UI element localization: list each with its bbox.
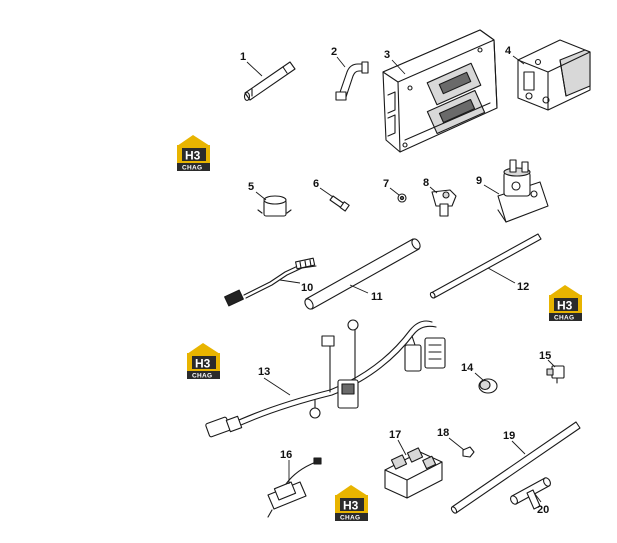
leader-13 (263, 377, 291, 396)
callout-11: 11 (371, 291, 383, 303)
part-20-tee-fitting (510, 477, 551, 510)
leader-11 (349, 284, 369, 294)
leader-3 (391, 59, 406, 75)
logo-letters: H3 (557, 299, 573, 313)
part-18-nut (462, 446, 475, 458)
leader-18 (448, 437, 465, 451)
leader-7 (389, 187, 400, 196)
callout-9: 9 (476, 175, 482, 187)
leader-lines (246, 55, 556, 503)
part-14-grommet (478, 378, 498, 394)
part-3-ecu-controller (382, 29, 498, 153)
leader-10 (279, 279, 301, 284)
callout-12: 12 (517, 281, 529, 293)
part-7-nut (397, 193, 407, 203)
logo-roof (177, 135, 210, 146)
part-17-fuse-block (384, 447, 443, 499)
leader-5 (255, 191, 267, 201)
logo-letters: H3 (185, 149, 201, 163)
leader-19 (511, 440, 526, 455)
leader-14 (474, 372, 484, 381)
callout-15: 15 (539, 350, 551, 362)
part-8-sensor (431, 189, 457, 217)
logo-letters: H3 (195, 357, 211, 371)
part-15-clip (546, 365, 565, 384)
logo-word: CHAG (554, 315, 574, 322)
leader-12 (487, 267, 516, 284)
leader-8 (429, 186, 438, 194)
callout-18: 18 (437, 427, 449, 439)
leader-1 (246, 61, 263, 77)
part-2-bent-pipe (335, 61, 369, 101)
part-13-main-harness (205, 319, 446, 438)
part-4-module-bracket (517, 39, 591, 111)
part-19-long-rod (450, 421, 581, 514)
leader-17 (397, 439, 407, 456)
part-9-valve-assembly (497, 159, 549, 223)
callout-10: 10 (301, 282, 313, 294)
leader-2 (336, 56, 346, 68)
watermark-logo-2: H3 CHAG (549, 285, 582, 322)
callout-8: 8 (423, 177, 429, 189)
logo-word: CHAG (182, 165, 202, 172)
part-6-bolt (329, 195, 350, 212)
callout-numbers: 1 2 3 4 5 6 7 8 9 10 11 12 13 14 15 16 1… (240, 45, 551, 516)
part-1-tube (243, 61, 296, 102)
logo-word: CHAG (340, 515, 360, 522)
watermark-logo-3: H3 CHAG (187, 343, 220, 380)
part-11-long-tube (304, 238, 421, 310)
callout-14: 14 (461, 362, 474, 374)
leader-6 (319, 187, 334, 198)
callout-4: 4 (505, 45, 512, 57)
leader-20 (534, 493, 542, 503)
part-5-relay (257, 195, 292, 217)
callout-19: 19 (503, 430, 515, 442)
callout-17: 17 (389, 429, 401, 441)
logo-word: CHAG (192, 373, 212, 380)
leader-4 (512, 55, 525, 65)
leader-9 (483, 184, 500, 195)
part-16-sensor-lead (267, 457, 322, 518)
callout-6: 6 (313, 178, 319, 190)
callout-2: 2 (331, 46, 337, 58)
leader-15 (547, 359, 556, 368)
part-12-rod (429, 233, 542, 299)
logo-letters: H3 (343, 499, 359, 513)
callout-16: 16 (280, 449, 292, 461)
callout-1: 1 (240, 51, 246, 63)
callout-3: 3 (384, 49, 390, 61)
callout-7: 7 (383, 178, 389, 190)
callout-20: 20 (537, 504, 549, 516)
callout-13: 13 (258, 366, 270, 378)
watermark-logo-1: H3 CHAG (177, 135, 210, 172)
callout-5: 5 (248, 181, 254, 193)
part-10-wiring-harness (224, 257, 317, 307)
watermark-logo-4: H3 CHAG (335, 485, 368, 522)
